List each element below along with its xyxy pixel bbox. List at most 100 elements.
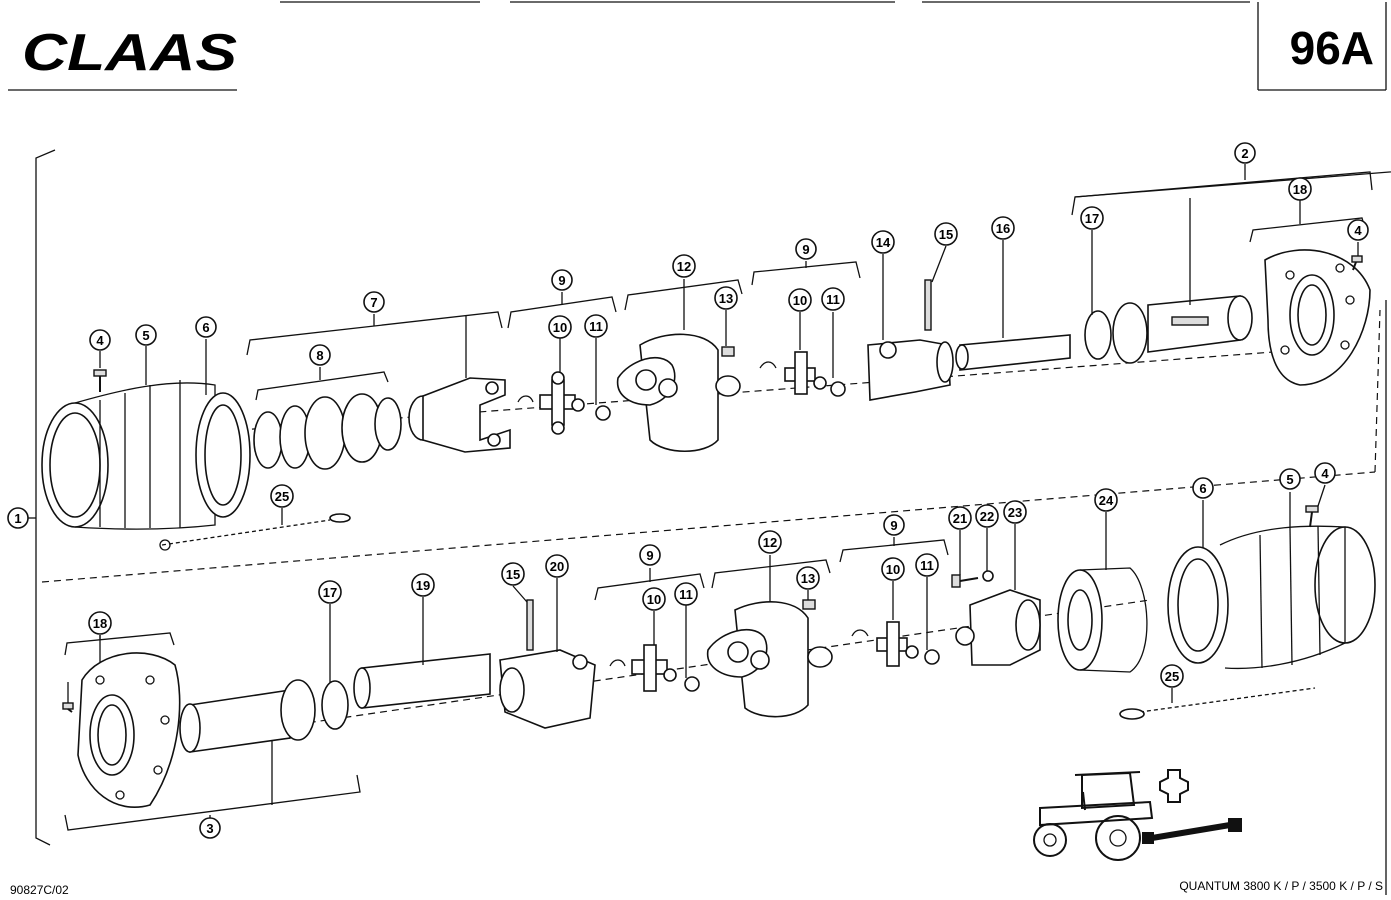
brand-logo: CLAAS bbox=[22, 24, 237, 82]
svg-text:17: 17 bbox=[1085, 211, 1099, 226]
part-25-chain-upper bbox=[159, 513, 351, 551]
part-7-yoke bbox=[408, 377, 511, 453]
part-14-yoke bbox=[867, 339, 954, 401]
part-21-bolt bbox=[951, 574, 979, 588]
svg-text:3: 3 bbox=[206, 821, 213, 836]
callout-25: 25 bbox=[270, 484, 294, 508]
callout-5: 5 bbox=[135, 324, 157, 346]
part-4-screw-upper-left bbox=[93, 369, 107, 392]
model-designation: QUANTUM 3800 K / P / 3500 K / P / S bbox=[1179, 879, 1383, 893]
callout-10: 10 bbox=[788, 288, 812, 312]
svg-text:4: 4 bbox=[1321, 466, 1329, 481]
svg-text:2: 2 bbox=[1241, 146, 1248, 161]
svg-text:25: 25 bbox=[275, 489, 289, 504]
part-9-cross-journal-upper-right bbox=[759, 351, 846, 397]
callout-3: 3 bbox=[199, 817, 221, 839]
callout-8: 8 bbox=[309, 344, 331, 366]
svg-text:12: 12 bbox=[677, 259, 691, 274]
part-13-grease-nipple-lower bbox=[802, 599, 816, 610]
leader-lines bbox=[67, 198, 1359, 703]
part-13-grease-nipple-upper bbox=[721, 346, 735, 357]
callout-15: 15 bbox=[501, 562, 525, 586]
assembly-bracket bbox=[28, 149, 56, 846]
callout-7: 7 bbox=[363, 291, 385, 313]
svg-text:9: 9 bbox=[646, 548, 653, 563]
svg-text:9: 9 bbox=[558, 273, 565, 288]
tractor-icon bbox=[1033, 771, 1154, 861]
callout-10: 10 bbox=[881, 557, 905, 581]
part-6-bearing-ring-lower bbox=[1167, 546, 1229, 664]
part-15-pin-lower bbox=[526, 599, 534, 651]
callout-9: 9 bbox=[639, 544, 661, 566]
svg-text:10: 10 bbox=[553, 320, 567, 335]
svg-text:5: 5 bbox=[1286, 472, 1293, 487]
part-8-ring-set bbox=[253, 393, 402, 470]
svg-text:20: 20 bbox=[550, 559, 564, 574]
part-18-guard-cone-upper bbox=[1264, 249, 1371, 386]
part-4-screw-lower-right bbox=[1305, 505, 1319, 528]
part-20-yoke bbox=[499, 649, 596, 729]
pto-shaft-icon bbox=[1142, 818, 1242, 844]
axis-line-upper bbox=[239, 349, 1301, 431]
svg-text:11: 11 bbox=[679, 587, 693, 602]
svg-text:24: 24 bbox=[1099, 493, 1114, 508]
callout-10: 10 bbox=[642, 587, 666, 611]
callout-14: 14 bbox=[871, 230, 895, 254]
part-24-clutch-housing bbox=[1057, 567, 1148, 673]
svg-text:5: 5 bbox=[142, 328, 149, 343]
callout-9: 9 bbox=[551, 269, 573, 291]
svg-text:7: 7 bbox=[370, 295, 377, 310]
part-9-cross-journal-lower-left bbox=[609, 644, 700, 692]
part-22-washer bbox=[982, 570, 994, 582]
svg-text:10: 10 bbox=[793, 293, 807, 308]
callout-10: 10 bbox=[548, 315, 572, 339]
page-number: 96A bbox=[1290, 22, 1374, 74]
callout-6: 6 bbox=[1192, 477, 1214, 499]
svg-text:22: 22 bbox=[980, 509, 994, 524]
spline-profile-icon bbox=[1159, 769, 1189, 803]
callouts: 1 2 3 4 4 4 5 5 6 6 7 8 9 9 9 9 10 10 10… bbox=[7, 142, 1369, 839]
callout-17: 17 bbox=[318, 580, 342, 604]
callout-12: 12 bbox=[672, 254, 696, 278]
group-brackets bbox=[64, 164, 1391, 831]
callout-2: 2 bbox=[1234, 142, 1256, 164]
callout-13: 13 bbox=[714, 286, 738, 310]
callout-16: 16 bbox=[991, 216, 1015, 240]
part-19-profile-tube bbox=[353, 653, 491, 709]
header: CLAAS 96A bbox=[8, 1, 1387, 91]
part-6-bearing-ring bbox=[195, 392, 251, 518]
callout-13: 13 bbox=[796, 566, 820, 590]
svg-text:11: 11 bbox=[589, 319, 603, 334]
svg-text:4: 4 bbox=[1354, 223, 1362, 238]
part-18-guard-cone-lower bbox=[77, 652, 181, 808]
callout-6: 6 bbox=[195, 316, 217, 338]
callout-22: 22 bbox=[975, 504, 999, 528]
callout-18: 18 bbox=[88, 611, 112, 635]
callout-5: 5 bbox=[1279, 468, 1301, 490]
part-12-centre-housing-lower bbox=[706, 601, 833, 718]
part-9-cross-journal-upper-left bbox=[517, 371, 611, 435]
part-5-guard-cone bbox=[41, 380, 216, 530]
svg-text:6: 6 bbox=[1199, 481, 1206, 496]
svg-text:25: 25 bbox=[1165, 669, 1179, 684]
callout-11: 11 bbox=[674, 582, 698, 606]
svg-text:10: 10 bbox=[886, 562, 900, 577]
svg-text:9: 9 bbox=[890, 518, 897, 533]
svg-text:10: 10 bbox=[647, 592, 661, 607]
svg-text:16: 16 bbox=[996, 221, 1010, 236]
callout-19: 19 bbox=[411, 573, 435, 597]
part-15-pin-upper bbox=[924, 279, 932, 331]
part-16-profile-tube bbox=[955, 334, 1071, 371]
svg-text:11: 11 bbox=[920, 558, 934, 573]
svg-text:15: 15 bbox=[939, 227, 953, 242]
part-12-centre-housing-upper bbox=[616, 333, 741, 453]
svg-text:23: 23 bbox=[1008, 505, 1022, 520]
callout-9: 9 bbox=[883, 514, 905, 536]
part-9-cross-journal-lower-right bbox=[851, 621, 940, 667]
callout-18: 18 bbox=[1288, 177, 1312, 201]
part-4-screw-lower-left bbox=[62, 702, 74, 713]
part-4-screw-upper-right bbox=[1351, 255, 1363, 271]
callout-25: 25 bbox=[1160, 664, 1184, 688]
svg-text:6: 6 bbox=[202, 320, 209, 335]
